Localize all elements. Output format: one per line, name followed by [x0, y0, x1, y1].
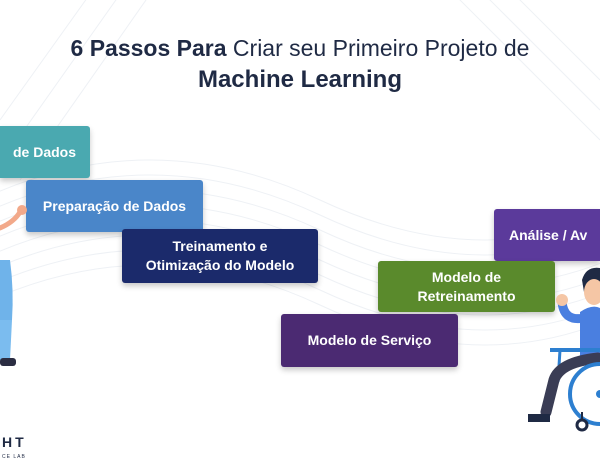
left-person-illustration: [0, 205, 27, 366]
step-collection-box: de Dados: [0, 126, 90, 178]
title-line-1: 6 Passos Para Criar seu Primeiro Projeto…: [0, 34, 600, 63]
step-collection-label: de Dados: [12, 143, 76, 160]
page-title: 6 Passos Para Criar seu Primeiro Projeto…: [0, 34, 600, 95]
step-training-label-line-1: Treinamento e: [172, 238, 268, 255]
brand-logo: HT CE LAB: [0, 432, 40, 472]
step-serving-box: Modelo de Serviço: [281, 314, 458, 367]
step-retraining-label-line-2: Retreinamento: [417, 287, 516, 304]
step-analysis-label: Análise / Av: [509, 226, 588, 243]
step-preparation-label: Preparação de Dados: [42, 197, 187, 214]
brand-logo-main-text: HT: [2, 434, 27, 450]
title-regular-part: Criar seu Primeiro Projeto de: [232, 35, 530, 61]
step-serving-label: Modelo de Serviço: [307, 332, 432, 349]
step-analysis-box: Análise / Av: [494, 209, 600, 261]
title-bold-part: 6 Passos Para: [70, 35, 227, 61]
title-line-2: Machine Learning: [197, 65, 403, 93]
brand-logo-sub-text: CE LAB: [2, 454, 26, 460]
step-retraining-label-line-1: Modelo de: [431, 268, 502, 285]
step-training-box: Treinamento e Otimização do Modelo: [122, 229, 318, 283]
step-training-label-line-2: Otimização do Modelo: [145, 257, 295, 273]
step-preparation-box: Preparação de Dados: [26, 180, 203, 232]
step-retraining-box: Modelo de Retreinamento: [378, 261, 555, 312]
right-person-wheelchair-illustration: [528, 267, 600, 432]
